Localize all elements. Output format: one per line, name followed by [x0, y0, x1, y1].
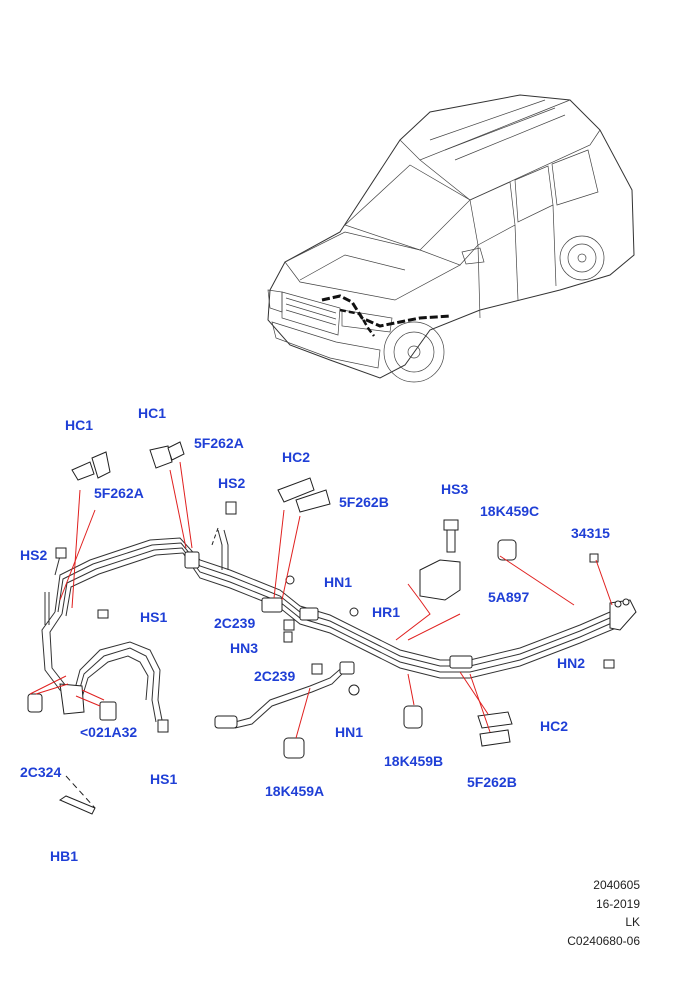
- reference-line-1: 2040605: [593, 878, 640, 892]
- callout-hs2-top: HS2: [218, 475, 245, 491]
- reference-line-4: C0240680-06: [567, 933, 640, 948]
- callout-hs3: HS3: [441, 481, 468, 497]
- callout-hc1-left: HC1: [65, 417, 93, 433]
- callout-18k459b: 18K459B: [384, 753, 443, 769]
- leader-lines: [29, 461, 613, 809]
- callout-hc1-top: HC1: [138, 405, 166, 421]
- callout-hn3: HN3: [230, 640, 258, 656]
- callout-34315: 34315: [571, 525, 610, 541]
- callout-2c239-top: 2C239: [214, 615, 255, 631]
- callout-5f262b-bottom: 5F262B: [467, 774, 517, 790]
- callout-hc2-top: HC2: [282, 449, 310, 465]
- callout-hn1-top: HN1: [324, 574, 352, 590]
- callout-hb1: HB1: [50, 848, 78, 864]
- callout-5a897: 5A897: [488, 589, 529, 605]
- callout-hs1-top: HS1: [140, 609, 167, 625]
- reference-line-3: LK: [625, 915, 640, 929]
- component-parts: [27, 441, 615, 815]
- callout-hs2-left: HS2: [20, 547, 47, 563]
- callout-hn1-bottom: HN1: [335, 724, 363, 740]
- callout-hs1-bottom: HS1: [150, 771, 177, 787]
- callout-2c324: 2C324: [20, 764, 61, 780]
- brake-pipe-bundle: [41, 519, 637, 729]
- callout-labels: HC1 HC1 5F262A 5F262A HS2 HS2 HC2 5F262B…: [20, 405, 610, 864]
- reference-block: 2040605 16-2019 LK C0240680-06: [567, 876, 640, 950]
- callout-hn2: HN2: [557, 655, 585, 671]
- vehicle-illustration: [267, 94, 635, 383]
- callout-2c239-bottom: 2C239: [254, 668, 295, 684]
- callout-5f262b-top: 5F262B: [339, 494, 389, 510]
- callout-18k459a: 18K459A: [265, 783, 324, 799]
- callout-5f262a-left: 5F262A: [94, 485, 144, 501]
- callout-5f262a-top: 5F262A: [194, 435, 244, 451]
- callout-hr1: HR1: [372, 604, 400, 620]
- callout-18k459c: 18K459C: [480, 503, 539, 519]
- callout-hc2-bottom: HC2: [540, 718, 568, 734]
- reference-line-2: 16-2019: [595, 896, 640, 911]
- callout-021a32: <021A32: [80, 724, 137, 740]
